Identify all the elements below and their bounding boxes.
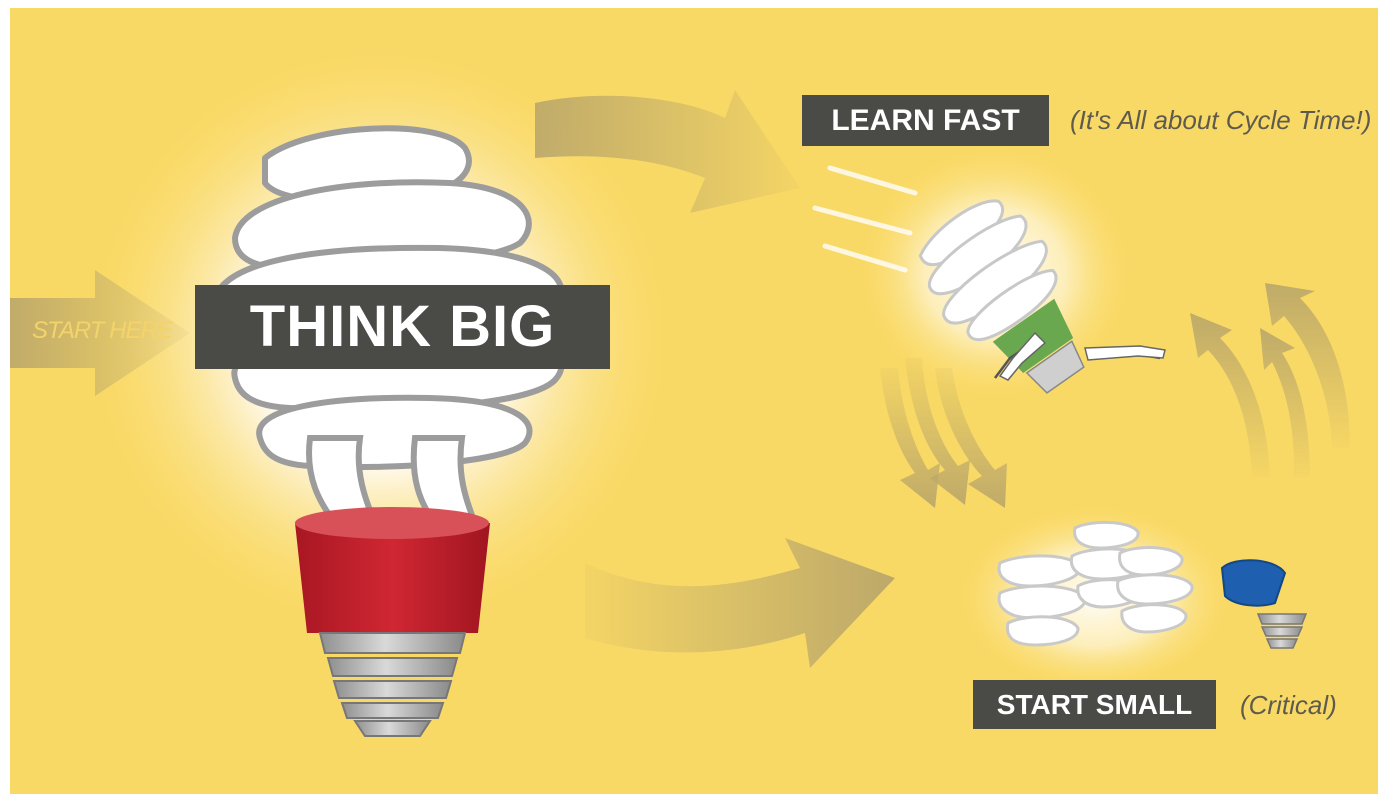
speed-lines: [812, 165, 918, 273]
start-small-note: (Critical): [1240, 690, 1337, 720]
start-small-arrow: [585, 538, 895, 668]
learn-fast-return-arrow: [535, 90, 800, 213]
down-arrows: [880, 358, 1007, 508]
start-here-arrow: [10, 270, 190, 396]
lightbulb-parts-icon: [997, 520, 1308, 649]
start-small-label: START SMALL: [973, 680, 1216, 729]
learn-fast-note: (It's All about Cycle Time!): [1070, 105, 1372, 135]
diagram-canvas: START HERE THINK BIG LEARN FAST (It's Al…: [10, 8, 1378, 794]
cfl-lightbulb-icon: [211, 125, 565, 737]
start-here-label: START HERE: [32, 317, 173, 344]
learn-fast-label: LEARN FAST: [802, 95, 1049, 146]
think-big-label: THINK BIG: [195, 285, 610, 369]
up-arrows: [1190, 283, 1350, 478]
